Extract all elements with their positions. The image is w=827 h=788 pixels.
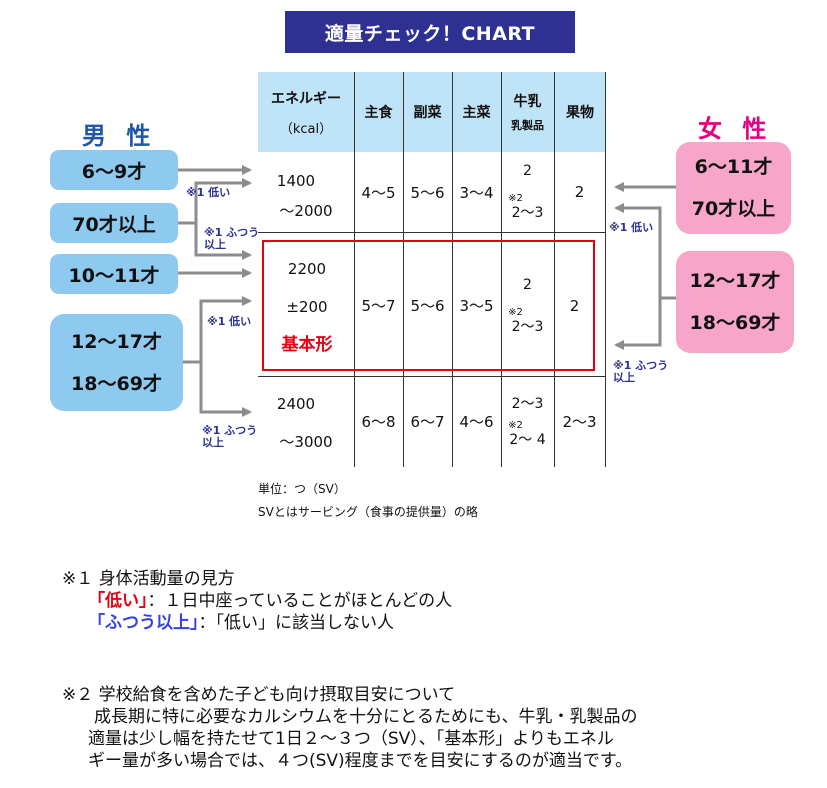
male-age-6-9: 6～9才 [50,150,178,190]
female-annotation-normal-line2: 以上 [613,371,635,384]
header-shusai: 主菜 [462,105,491,121]
grid-line [501,72,502,467]
row3-shusai: 4～6 [459,413,494,431]
row1-shusai: 3～4 [459,183,494,202]
male-annotation-normal-2: ※1 ふつう 以上 [202,425,257,449]
row2-energy-value: 2200 [287,260,327,278]
row3-energy-value: 2400 [276,395,316,413]
male-annotation-normal-2-line2: 以上 [202,436,224,449]
row2-dairy-note: ※2 [508,306,523,318]
note1-low-label: 「低い」 [88,591,148,611]
male-annotation-low-2: ※1 低い [207,315,252,328]
row3-fukusai: 6～7 [410,413,445,431]
male-annotation-normal-2-line1: ※1 ふつう [202,424,258,437]
row1-energy: 1400 ～2000 [258,160,354,232]
note2-line2: 適量は少し幅を持たせて1日２～３つ（SV）、「基本形」よりもエネル [88,729,614,749]
row1-fukusai: 5～6 [410,183,445,202]
female-age-12-69: 12～17才 18～69才 [676,251,794,353]
male-annotation-low-1: ※1 低い [186,186,231,199]
female-label: 女 性 [698,115,773,143]
male-age-10-11: 10～11才 [50,254,178,294]
row2-fukusai: 5～6 [410,297,445,315]
note1-normal-label: 「ふつう以上」 [88,613,199,633]
row2-fruit: 2 [569,296,580,315]
grid-line [258,376,606,377]
row2-energy: 2200 ±200 基本形 [262,248,352,366]
note1-normal-text: ：「低い」に該当しない人 [198,613,395,633]
male-annotation-normal-1: ※1 ふつう 以上 [204,227,259,251]
male-age-70-plus: 70才以上 [50,203,178,243]
row1-dairy: 2 ※2 2～3 [501,152,554,232]
female-age-6-11: 6～11才 [694,156,773,178]
header-fruit: 果物 [566,105,594,121]
row1-dairy-note: ※2 [508,193,523,204]
row2-shushoku: 5～7 [361,297,396,315]
male-annotation-normal-1-line2: 以上 [204,238,226,251]
row3-energy-range: ～3000 [279,433,333,451]
note2-heading: ※２ 学校給食を含めた子ども向け摂取目安について [62,685,456,705]
basic-form-label: 基本形 [281,335,333,355]
row3-dairy-sub: 2～ 4 [509,431,546,448]
note2: ※２ 学校給食を含めた子ども向け摂取目安について 成長期に特に必要なカルシウムを… [62,684,812,772]
row3-dairy-value: 2～3 [511,395,544,412]
row1-fruit: 2 [574,183,585,201]
row1-dairy-sub: 2～3 [511,205,544,221]
header-shushoku: 主食 [364,105,393,121]
female-annotation-normal-line1: ※1 ふつう [613,359,669,372]
row3-shushoku: 6～8 [361,413,396,431]
row1-energy-range: ～2000 [279,202,333,220]
header-energy: エネルギー （kcal） [258,72,354,152]
grid-line [452,72,453,467]
grid-line [403,72,404,467]
note1: ※１ 身体活動量の見方 「低い」：１日中座っていることがほとんどの人 「ふつう以… [62,568,762,634]
header-energy-label: エネルギー [271,90,341,107]
grid-line [554,72,555,467]
chart-title: 適量チェック！CHART [285,11,575,53]
row3-fruit: 2～3 [562,413,597,431]
header-dairy-line2: 乳製品 [511,119,544,132]
grid-line [605,72,606,467]
grid-line [354,72,355,467]
table-header-bg [258,72,606,152]
female-age-18-69: 18～69才 [689,312,781,334]
row2-dairy-value: 2 [523,276,532,293]
male-age-12-69: 12～17才 18～69才 [50,314,183,411]
row2-shusai: 3～5 [459,297,494,315]
header-fukusai: 副菜 [413,105,442,121]
male-label: 男 性 [82,122,157,150]
header-dairy: 牛乳 乳製品 [501,72,554,152]
grid-line [258,232,606,233]
male-annotation-normal-1-line1: ※1 ふつう [204,226,260,239]
row3-energy: 2400 ～3000 [258,385,354,461]
row3-dairy: 2～3 ※2 2～ 4 [501,376,554,467]
female-annotation-low: ※1 低い [609,221,654,234]
note2-line3: ギー量が多い場合では、４つ(SV)程度までを目安にするのが適当です。 [88,751,633,771]
row2-dairy: 2 ※2 2～3 [501,240,554,371]
female-age-70-plus: 70才以上 [691,198,776,220]
note1-normal-line: 「ふつう以上」：「低い」に該当しない人 [62,612,762,634]
row2-energy-range: ±200 [286,298,328,316]
sv-note: SVとはサービング（食事の提供量）の略 [258,505,478,519]
female-annotation-normal: ※1 ふつう 以上 [613,360,668,384]
note1-heading: ※１ 身体活動量の見方 [62,569,235,589]
row1-shushoku: 4～5 [361,183,396,202]
row3-dairy-note: ※2 [508,419,523,431]
female-age-12-17: 12～17才 [689,270,781,292]
note1-low-line: 「低い」：１日中座っていることがほとんどの人 [62,590,762,612]
row1-energy-value: 1400 [276,172,316,190]
note1-low-text: ：１日中座っていることがほとんどの人 [147,591,453,611]
male-age-12-17: 12～17才 [71,330,162,353]
header-energy-unit: （kcal） [279,121,333,137]
header-dairy-line1: 牛乳 [513,94,542,110]
row1-dairy-value: 2 [523,163,532,179]
male-age-18-69: 18～69才 [71,372,162,395]
row2-dairy-sub: 2～3 [511,318,544,335]
basic-form-highlight [262,240,595,371]
female-age-6-11-70-plus: 6～11才 70才以上 [676,142,791,234]
note2-line1: 成長期に特に必要なカルシウムを十分にとるためにも、牛乳・乳製品の [94,707,638,727]
unit-note: 単位：つ（SV） [258,482,346,496]
